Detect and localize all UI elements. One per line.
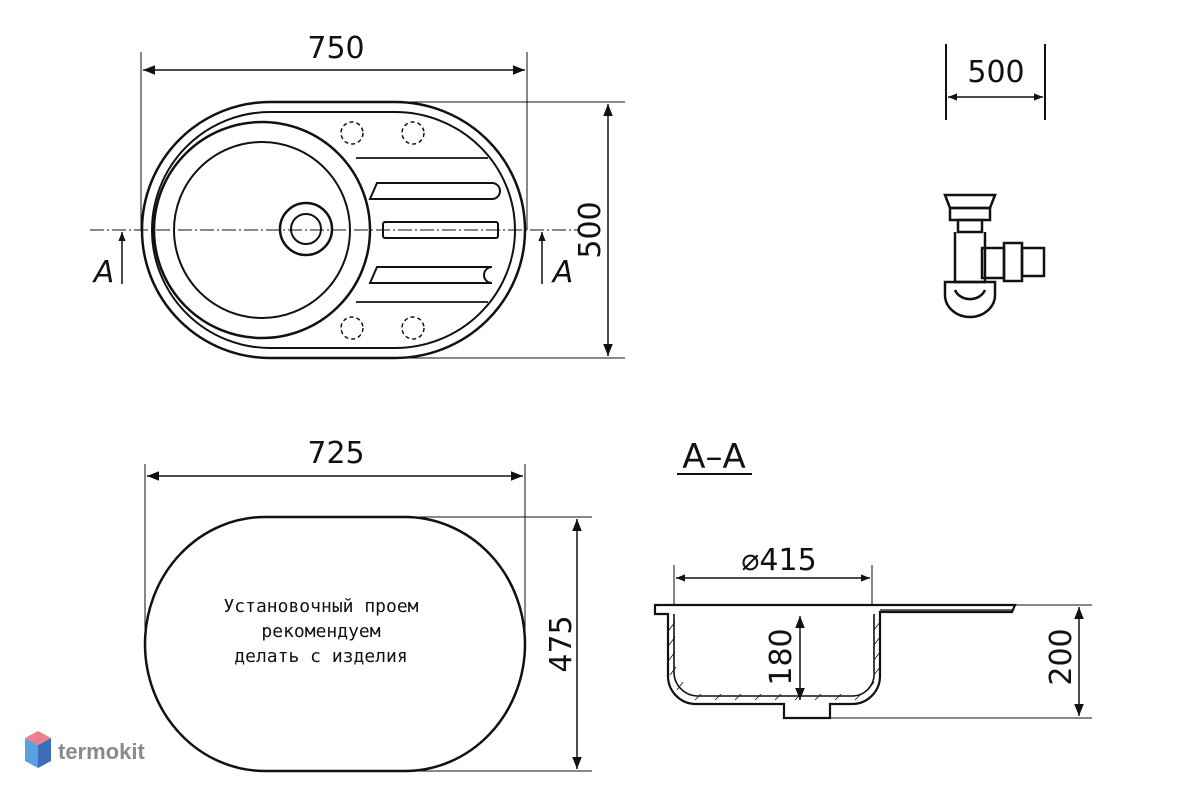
sink-section-inner [673, 614, 875, 697]
cutout-note-line-1: Установочный проем [223, 596, 418, 617]
top-view [90, 52, 625, 360]
section-mark-right: A [551, 255, 574, 290]
sink-outer-contour [140, 100, 527, 360]
drainboard-rib [368, 266, 493, 284]
logo-cube-left [25, 738, 38, 768]
bowl-depth-label: 180 [764, 628, 799, 685]
tap-hole [401, 316, 425, 340]
total-depth-label: 200 [1044, 628, 1079, 685]
top-height-label: 500 [573, 201, 608, 258]
sink-inner-contour [151, 111, 516, 349]
bowl-outer-circle [152, 120, 372, 340]
drainboard-rib [368, 182, 501, 200]
logo-text: termokit [58, 739, 145, 764]
top-width-label: 750 [307, 31, 364, 66]
cutout-contour [143, 515, 527, 773]
drain-inner-circle [290, 213, 322, 245]
drain-outer-circle [278, 201, 334, 257]
cutout-note-line-3: делать с изделия [234, 646, 407, 667]
cutout-view [143, 464, 592, 773]
section-mark-left: A [92, 255, 115, 290]
depth-dimension [945, 44, 1046, 120]
cutout-width-label: 725 [307, 436, 364, 471]
section-title: A–A [682, 437, 746, 477]
tap-hole [401, 121, 425, 145]
termokit-logo: termokit [25, 731, 145, 768]
logo-cube-right [38, 738, 51, 768]
section-view [653, 565, 1092, 720]
diameter-label: ⌀415 [741, 543, 816, 578]
tap-hole [340, 121, 364, 145]
cutout-note-line-2: рекомендуем [261, 621, 380, 642]
siphon-icon [943, 193, 1046, 319]
cutout-height-label: 475 [544, 615, 579, 672]
sink-section-outer [653, 603, 1017, 720]
tap-hole [340, 316, 364, 340]
depth-width-label: 500 [967, 55, 1024, 90]
